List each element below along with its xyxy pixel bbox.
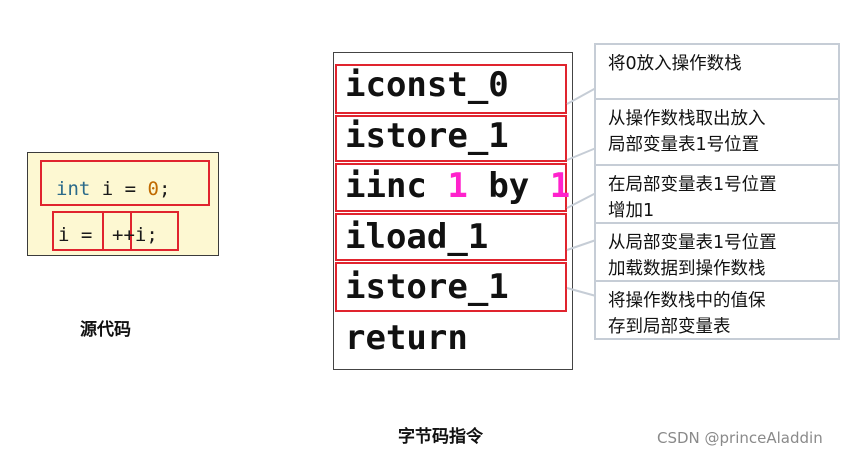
instr-iload-1: iload_1 (345, 217, 489, 257)
code-line-2-lhs: i = (58, 224, 93, 246)
connector-2 (566, 147, 597, 161)
source-code-caption: 源代码 (80, 320, 131, 340)
instr-iinc: iinc 1 by 1 (345, 169, 570, 203)
note-iload: 从局部变量表1号位置 加载数据到操作数栈 (594, 222, 840, 282)
code-semicolon: ; (158, 178, 171, 200)
rhs-highlight (102, 211, 179, 251)
instr-istore-1b: istore_1 (345, 267, 509, 307)
watermark: CSDN @princeAladdin (657, 429, 823, 447)
iinc-index: 1 (447, 166, 468, 206)
connector-5 (566, 287, 597, 297)
highlight-istore-1 (335, 115, 567, 162)
iinc-op: iinc (345, 166, 448, 206)
literal-zero: 0 (147, 178, 159, 200)
keyword-int: int (56, 178, 91, 200)
note-iconst: 将0放入操作数栈 (594, 43, 840, 100)
highlight-istore-2 (335, 262, 567, 312)
highlight-iconst (335, 64, 567, 114)
highlight-iload (335, 213, 567, 261)
line1-highlight (40, 160, 210, 206)
source-code-box: int i = 0; i = ++i; (27, 152, 219, 256)
code-line-1: int i = 0; (56, 180, 170, 199)
connector-4 (566, 239, 597, 251)
lhs-highlight (52, 211, 132, 251)
instr-iconst-0: iconst_0 (345, 65, 509, 105)
code-text: i = (90, 178, 148, 200)
note-istore-2: 将操作数栈中的值保 存到局部变量表 (594, 280, 840, 340)
note-istore: 从操作数栈取出放入 局部变量表1号位置 (594, 98, 840, 166)
highlight-iinc (335, 163, 567, 212)
connector-3 (566, 192, 597, 209)
iinc-by: by (467, 166, 550, 206)
connector-1 (566, 87, 597, 105)
note-iinc: 在局部变量表1号位置 增加1 (594, 164, 840, 224)
instr-return: return (345, 318, 468, 358)
instr-istore-1: istore_1 (345, 116, 509, 156)
iinc-amount: 1 (549, 166, 571, 206)
bytecode-caption: 字节码指令 (398, 427, 483, 447)
code-line-2-rhs: ++i; (112, 224, 158, 246)
